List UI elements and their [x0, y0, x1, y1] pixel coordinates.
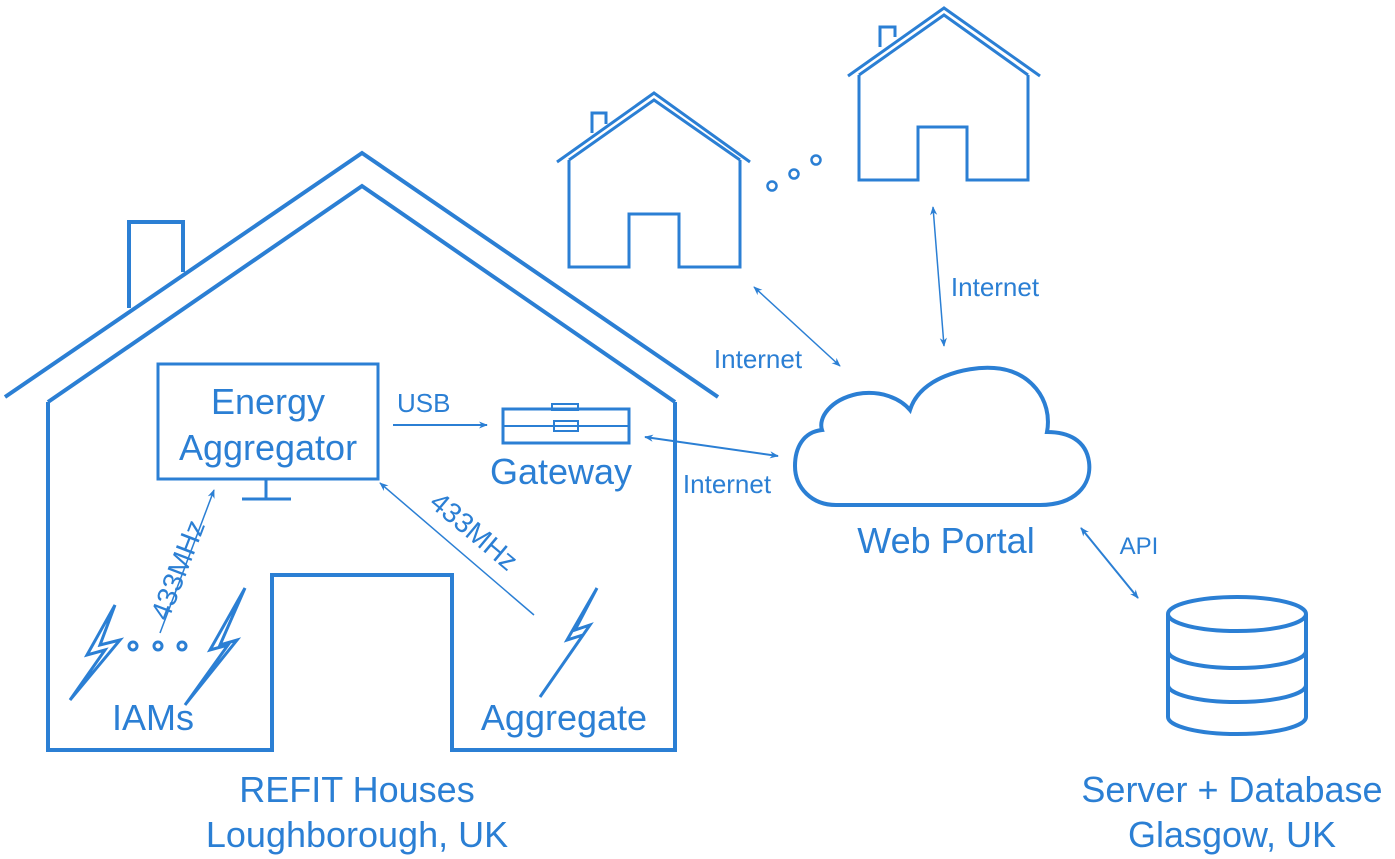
- iams-ellipsis-icon: [127, 640, 188, 652]
- gateway-internet-label: Internet: [683, 469, 772, 499]
- remote-house-icon-left: [556, 91, 751, 269]
- iam-lightning-icon-left: [68, 604, 125, 701]
- main-house-icon: [3, 150, 720, 752]
- remote-right-internet-arrow: [930, 206, 947, 347]
- remote-right-internet-label: Internet: [951, 272, 1040, 302]
- gateway-label: Gateway: [490, 451, 632, 492]
- aggregate-label: Aggregate: [481, 697, 647, 738]
- iams-label: IAMs: [112, 697, 194, 738]
- energy-aggregator-label-line2: Aggregator: [179, 427, 357, 468]
- remote-left-internet-label: Internet: [714, 344, 803, 374]
- remote-house-icon-right: [847, 6, 1041, 182]
- usb-label: USB: [397, 388, 450, 418]
- database-icon: [1166, 595, 1308, 736]
- server-caption-line1: Server + Database: [1081, 769, 1382, 810]
- energy-aggregator-monitor-icon: [156, 362, 380, 501]
- iams-433mhz-label: 433MHz: [145, 516, 211, 624]
- api-label: API: [1120, 533, 1159, 560]
- iams-433mhz-arrow: [159, 489, 215, 634]
- refit-caption-line2: Loughborough, UK: [206, 814, 508, 855]
- gateway-internet-arrow: [644, 434, 779, 459]
- iam-lightning-icon-right: [183, 587, 247, 706]
- gateway-device-icon: [501, 403, 631, 445]
- aggregate-lightning-icon: [538, 587, 599, 698]
- refit-caption-line1: REFIT Houses: [239, 769, 474, 810]
- web-portal-cloud-icon: [792, 365, 1092, 507]
- remote-left-internet-arrow: [753, 286, 841, 367]
- api-arrow: [1080, 527, 1139, 599]
- remote-houses-ellipsis-icon: [766, 154, 822, 192]
- server-caption-line2: Glasgow, UK: [1128, 814, 1336, 855]
- web-portal-label: Web Portal: [857, 520, 1034, 561]
- aggregate-433mhz-arrow: [379, 482, 535, 616]
- energy-aggregator-label-line1: Energy: [211, 381, 325, 422]
